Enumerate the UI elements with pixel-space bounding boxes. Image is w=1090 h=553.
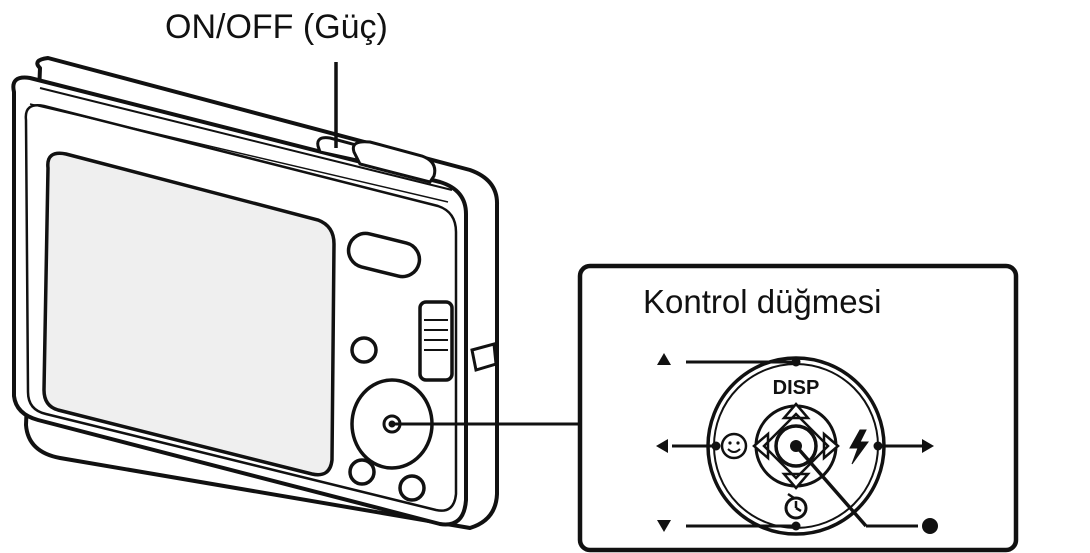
- menu-button: [348, 458, 376, 486]
- triangle-left-icon: [656, 439, 668, 453]
- playback-button: [350, 336, 378, 364]
- self-timer-icon: [784, 492, 808, 520]
- triangle-down-icon: [657, 520, 671, 532]
- triangle-right-icon: [922, 439, 934, 453]
- strap-hook: [470, 342, 498, 372]
- control-button-label: Kontrol düğmesi: [643, 283, 882, 320]
- smile-face-icon: [720, 432, 748, 460]
- left-arrow-callout: [672, 441, 721, 451]
- triangle-up-icon: [657, 353, 671, 365]
- disp-label: DISP: [773, 377, 820, 399]
- lcd-screen: [42, 151, 336, 477]
- zoom-lever: [418, 300, 454, 382]
- up-arrow-callout: [686, 357, 801, 367]
- center-button-callout: [794, 444, 918, 528]
- right-arrow-callout: [873, 441, 922, 451]
- shutter-button: [351, 140, 437, 184]
- power-label: ON/OFF (Güç): [165, 8, 388, 46]
- filled-dot-icon: [922, 518, 938, 534]
- dial-direction-pad: [752, 402, 840, 490]
- down-arrow-callout: [686, 521, 801, 531]
- delete-button: [398, 474, 426, 502]
- mode-button: [346, 231, 422, 279]
- flash-icon: [849, 429, 869, 465]
